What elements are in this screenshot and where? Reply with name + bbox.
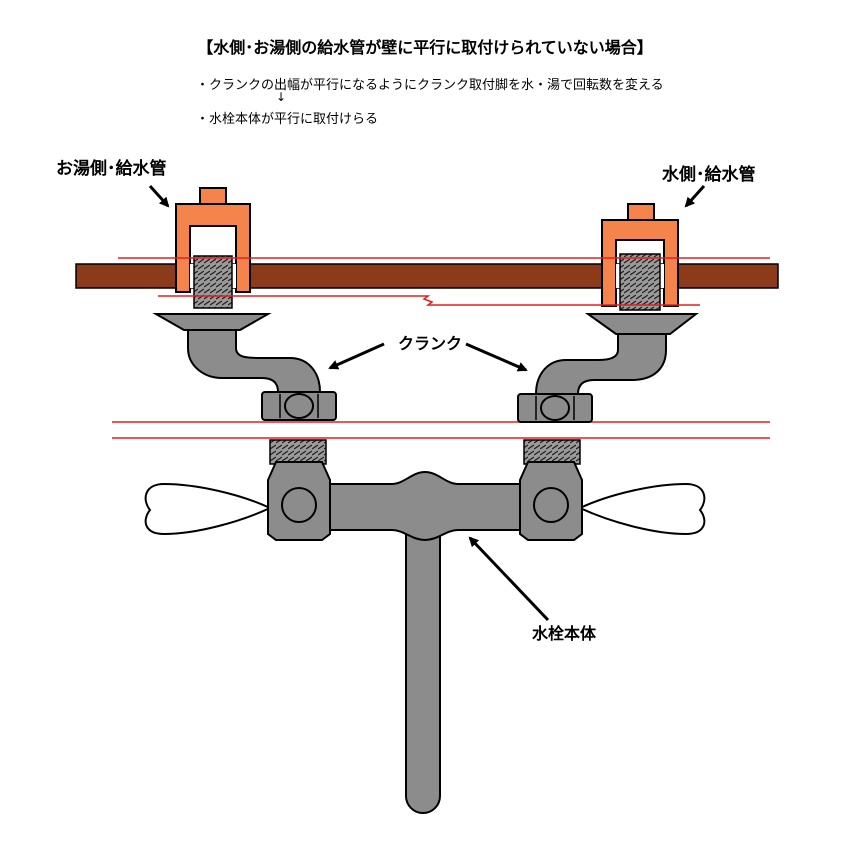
pointer-arrows	[148, 184, 706, 622]
faucet-body	[144, 439, 706, 814]
note-arrow: ↓	[276, 90, 287, 104]
note-line-1: ・クランクの出幅が平行になるようにクランク取付脚を水・湯で回転数を変える	[196, 78, 664, 93]
hot-supply-pipe	[175, 187, 251, 309]
hot-thread	[193, 255, 233, 309]
handle-right	[577, 482, 706, 536]
handle-left	[144, 482, 273, 536]
label-faucet-body: 水栓本体	[532, 624, 597, 643]
label-crank: クランク	[398, 334, 463, 353]
label-cold-supply: 水側･給水管	[662, 165, 756, 185]
guide-lines	[112, 257, 770, 439]
body-thread-left	[269, 439, 327, 465]
diagram-title: 【水側･お湯側の給水管が壁に平行に取付けられていない場合】	[197, 38, 653, 57]
cold-supply-pipe	[601, 203, 679, 311]
hot-crank	[152, 313, 337, 421]
note-line-2: ・水栓本体が平行に取付けらる	[196, 112, 379, 127]
cold-crank	[517, 313, 699, 423]
label-hot-supply: お湯側･給水管	[56, 159, 167, 179]
cold-thread	[619, 253, 661, 311]
body-thread-right	[523, 439, 581, 465]
